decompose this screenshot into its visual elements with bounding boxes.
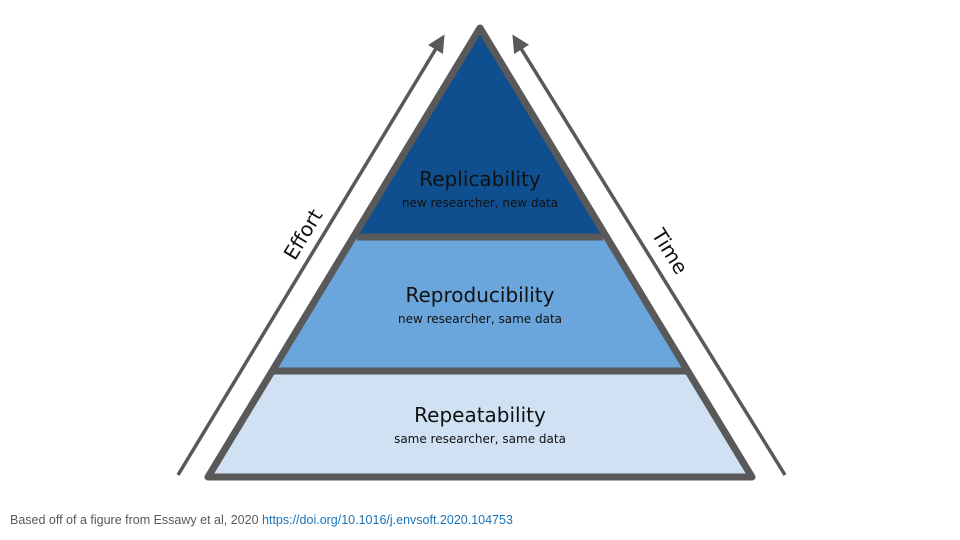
tier-bottom-title: Repeatability: [414, 403, 546, 427]
tier-middle-subtitle: new researcher, same data: [398, 312, 562, 326]
tier-middle-fill: [274, 237, 686, 371]
tier-top-title: Replicability: [419, 167, 541, 191]
pyramid-outline: [204, 24, 756, 481]
time-arrow: [512, 34, 787, 476]
time-label: Time: [646, 223, 693, 278]
doi-link[interactable]: https://doi.org/10.1016/j.envsoft.2020.1…: [262, 513, 513, 527]
source-caption: Based off of a figure from Essawy et al,…: [10, 513, 513, 527]
tier-bottom-subtitle: same researcher, same data: [394, 432, 566, 446]
tier-middle-title: Reproducibility: [406, 283, 555, 307]
effort-arrow: [176, 34, 445, 476]
effort-label: Effort: [279, 205, 328, 264]
caption-text: Based off of a figure from Essawy et al,…: [10, 513, 259, 527]
tier-bottom-fill: [208, 371, 752, 477]
tier-top-subtitle: new researcher, new data: [402, 196, 558, 210]
tier-top-fill: [357, 34, 603, 237]
